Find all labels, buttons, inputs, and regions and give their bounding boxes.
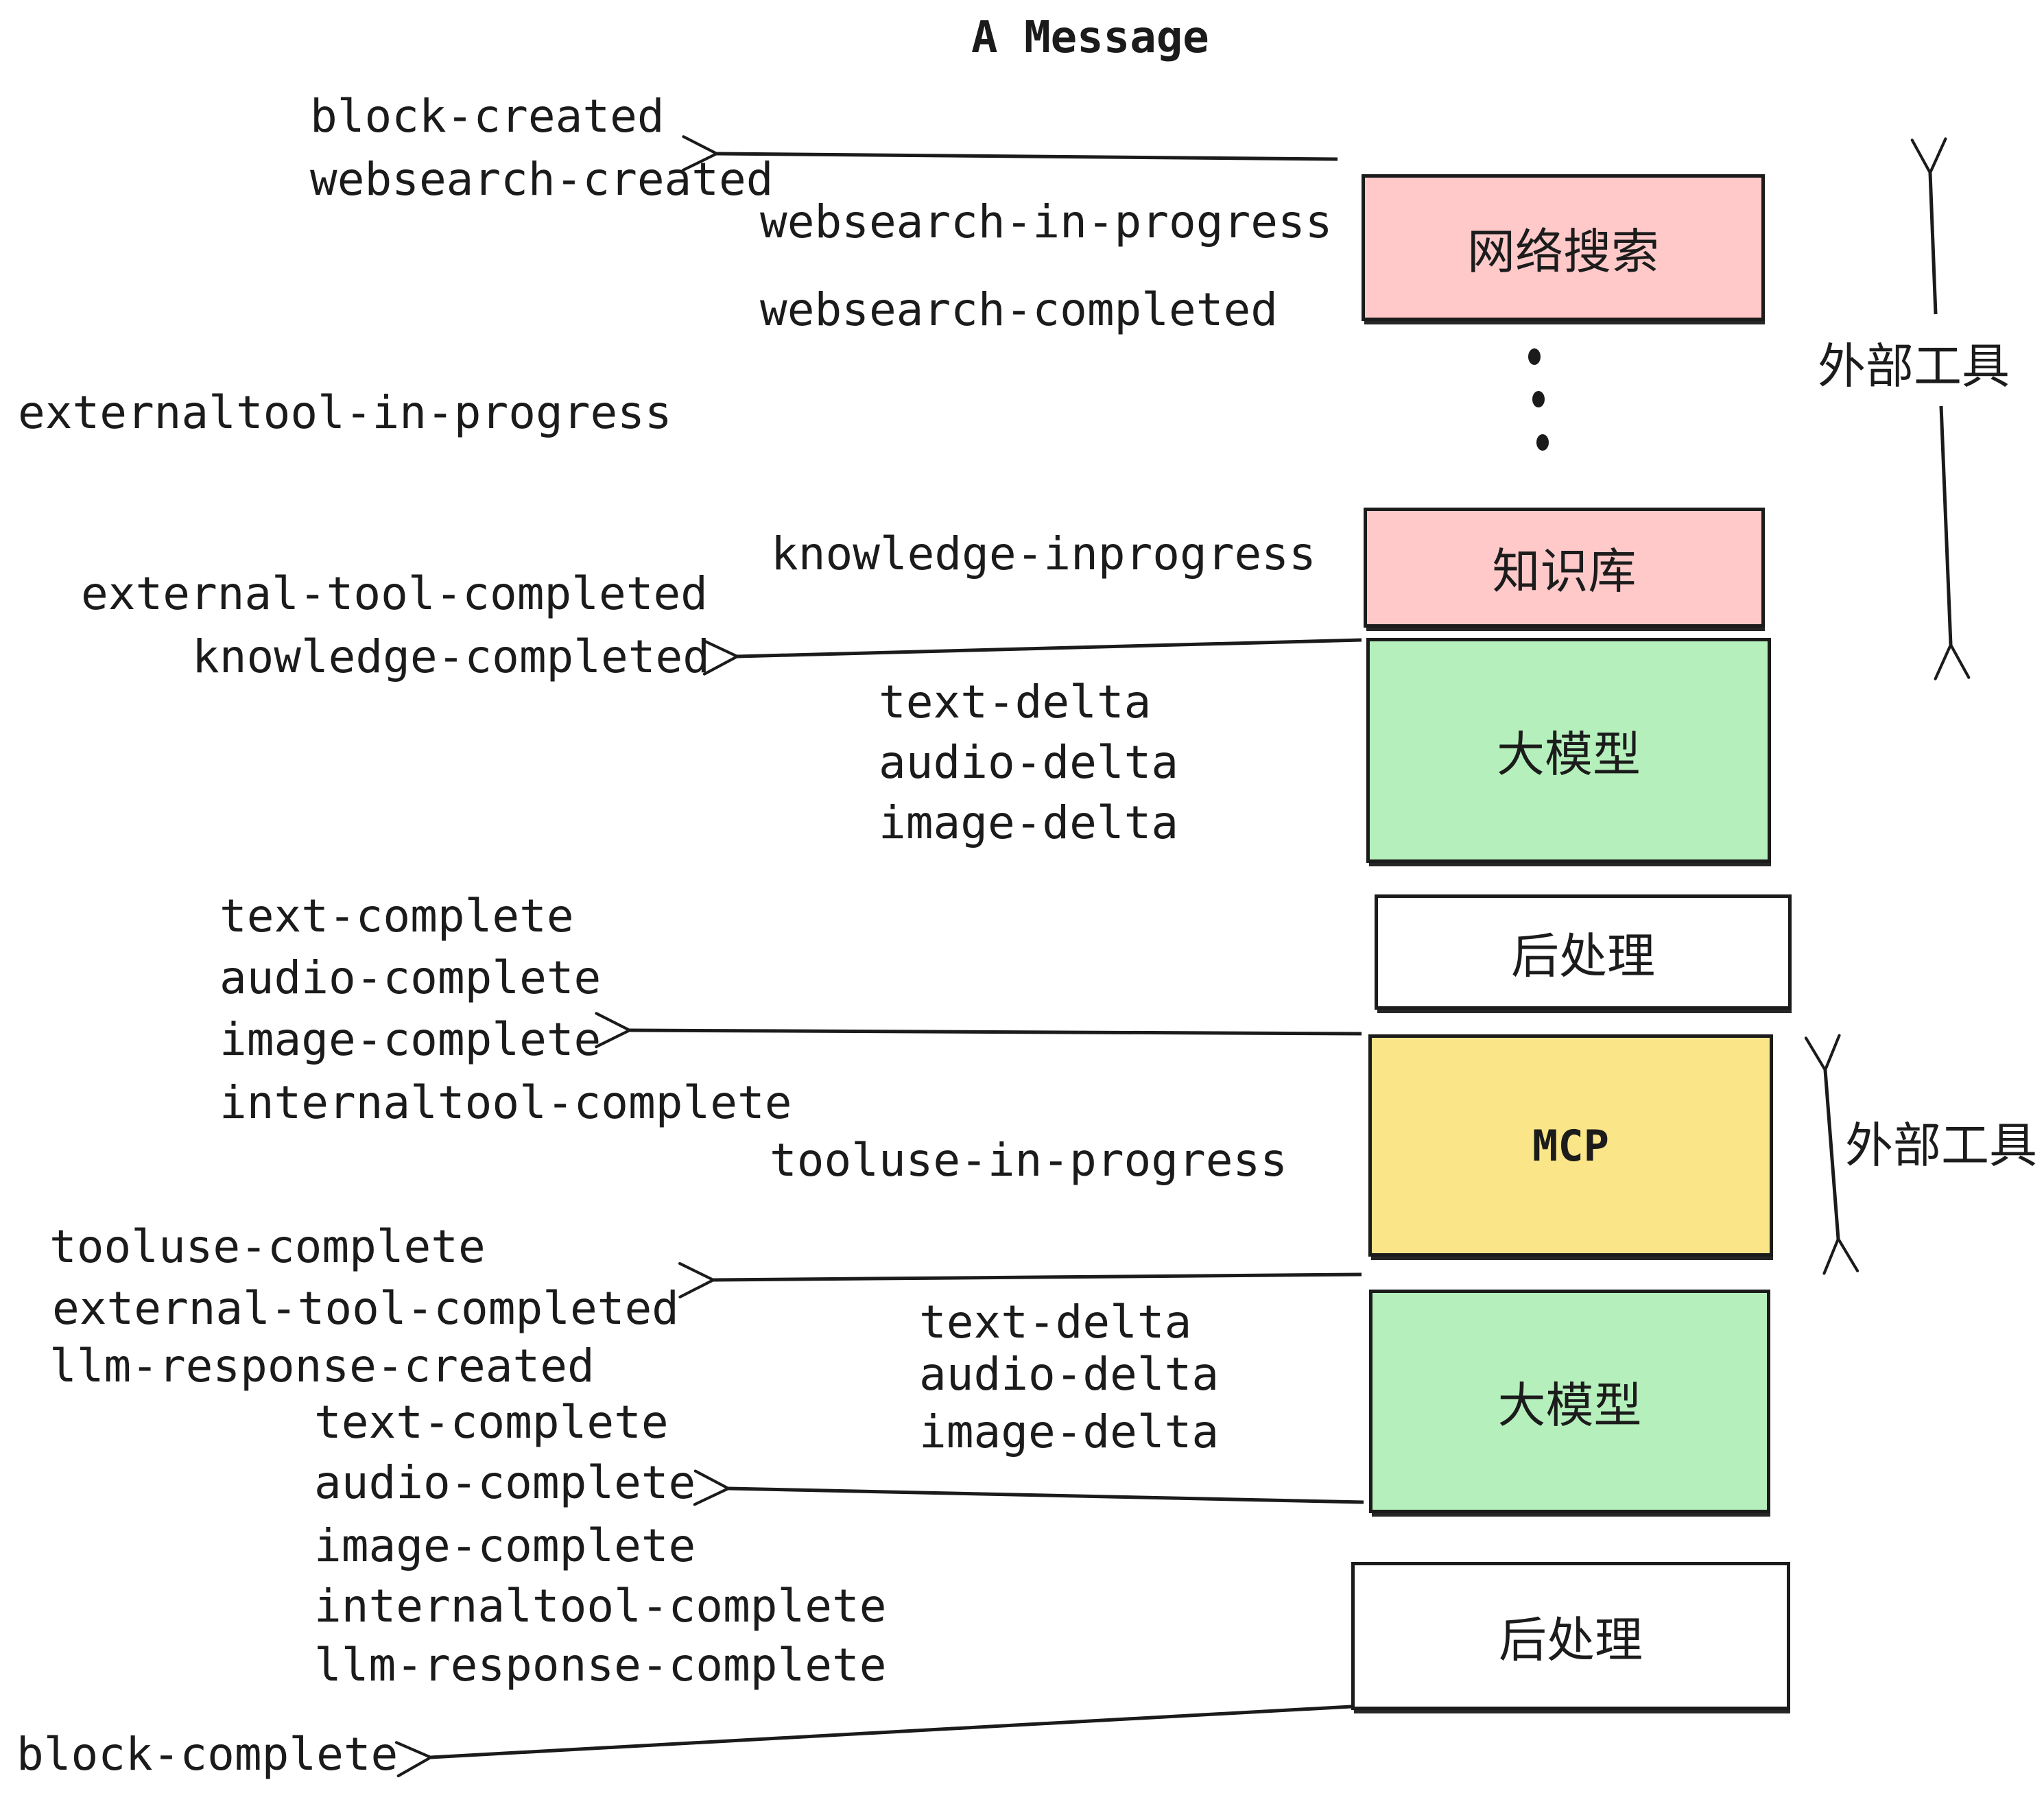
event-audio-complete-2: audio-complete [314, 1456, 696, 1509]
diagram-title: A Message [971, 12, 1209, 63]
event-websearch-completed: websearch-completed [760, 283, 1278, 336]
event-websearch-in-progress: websearch-in-progress [760, 195, 1333, 248]
event-audio-complete: audio-complete [219, 951, 602, 1004]
arrow-external-tools-down-1 [1934, 405, 1971, 680]
box-postprocess-1: 后处理 [1375, 894, 1792, 1010]
event-image-complete-2: image-complete [314, 1519, 696, 1572]
box-llm-1: 大模型 [1366, 638, 1771, 863]
ellipsis-dot [1536, 434, 1549, 451]
event-externaltool-in-progress: externaltool-in-progress [18, 386, 672, 439]
event-tooluse-in-progress: tooluse-in-progress [770, 1134, 1287, 1187]
annotation-external-tools-2: 外部工具 [1845, 1119, 2037, 1172]
event-text-delta-2: text-delta [919, 1296, 1192, 1349]
event-llm-response-complete: llm-response-complete [314, 1639, 887, 1692]
box-mcp: MCP [1368, 1034, 1773, 1257]
event-llm-response-created: llm-response-created [49, 1340, 595, 1392]
arrow-block-complete [394, 1704, 1364, 1778]
event-knowledge-inprogress: knowledge-inprogress [771, 527, 1316, 580]
ellipsis-dot [1528, 348, 1541, 365]
event-audio-delta: audio-delta [879, 736, 1179, 789]
arrow-external-tools-up-1 [1910, 137, 1947, 315]
event-external-tool-completed: external-tool-completed [81, 567, 708, 620]
event-audio-delta-2: audio-delta [919, 1348, 1220, 1401]
ellipsis-dot [1532, 391, 1545, 407]
box-llm-2: 大模型 [1369, 1290, 1770, 1513]
box-knowledge-base: 知识库 [1364, 508, 1765, 628]
arrow-block-created [681, 135, 1338, 172]
event-text-complete-2: text-complete [314, 1396, 669, 1449]
event-websearch-created: websearch-created [310, 153, 774, 206]
event-block-complete: block-complete [16, 1728, 399, 1781]
arrow-knowledge-completed [702, 638, 1362, 676]
event-text-complete: text-complete [219, 890, 574, 942]
arrow-external-tools-updown-2 [1804, 1034, 1859, 1275]
event-knowledge-completed: knowledge-completed [192, 630, 710, 683]
arrow-audio-complete [693, 1469, 1364, 1506]
event-image-complete: image-complete [219, 1013, 602, 1066]
event-image-delta-2: image-delta [919, 1405, 1220, 1458]
arrow-tooluse-complete [678, 1261, 1362, 1298]
box-postprocess-2: 后处理 [1351, 1562, 1790, 1710]
event-text-delta: text-delta [879, 676, 1152, 728]
event-internaltool-complete-2: internaltool-complete [314, 1580, 887, 1633]
annotation-external-tools-1: 外部工具 [1818, 340, 2010, 393]
event-image-delta: image-delta [879, 796, 1179, 849]
box-websearch: 网络搜索 [1362, 174, 1765, 321]
event-tooluse-complete: tooluse-complete [49, 1220, 486, 1273]
event-block-created: block-created [310, 90, 665, 143]
event-internaltool-complete: internaltool-complete [219, 1076, 792, 1129]
event-external-tool-completed-2: external-tool-completed [52, 1282, 679, 1335]
arrow-image-complete [595, 1012, 1362, 1049]
